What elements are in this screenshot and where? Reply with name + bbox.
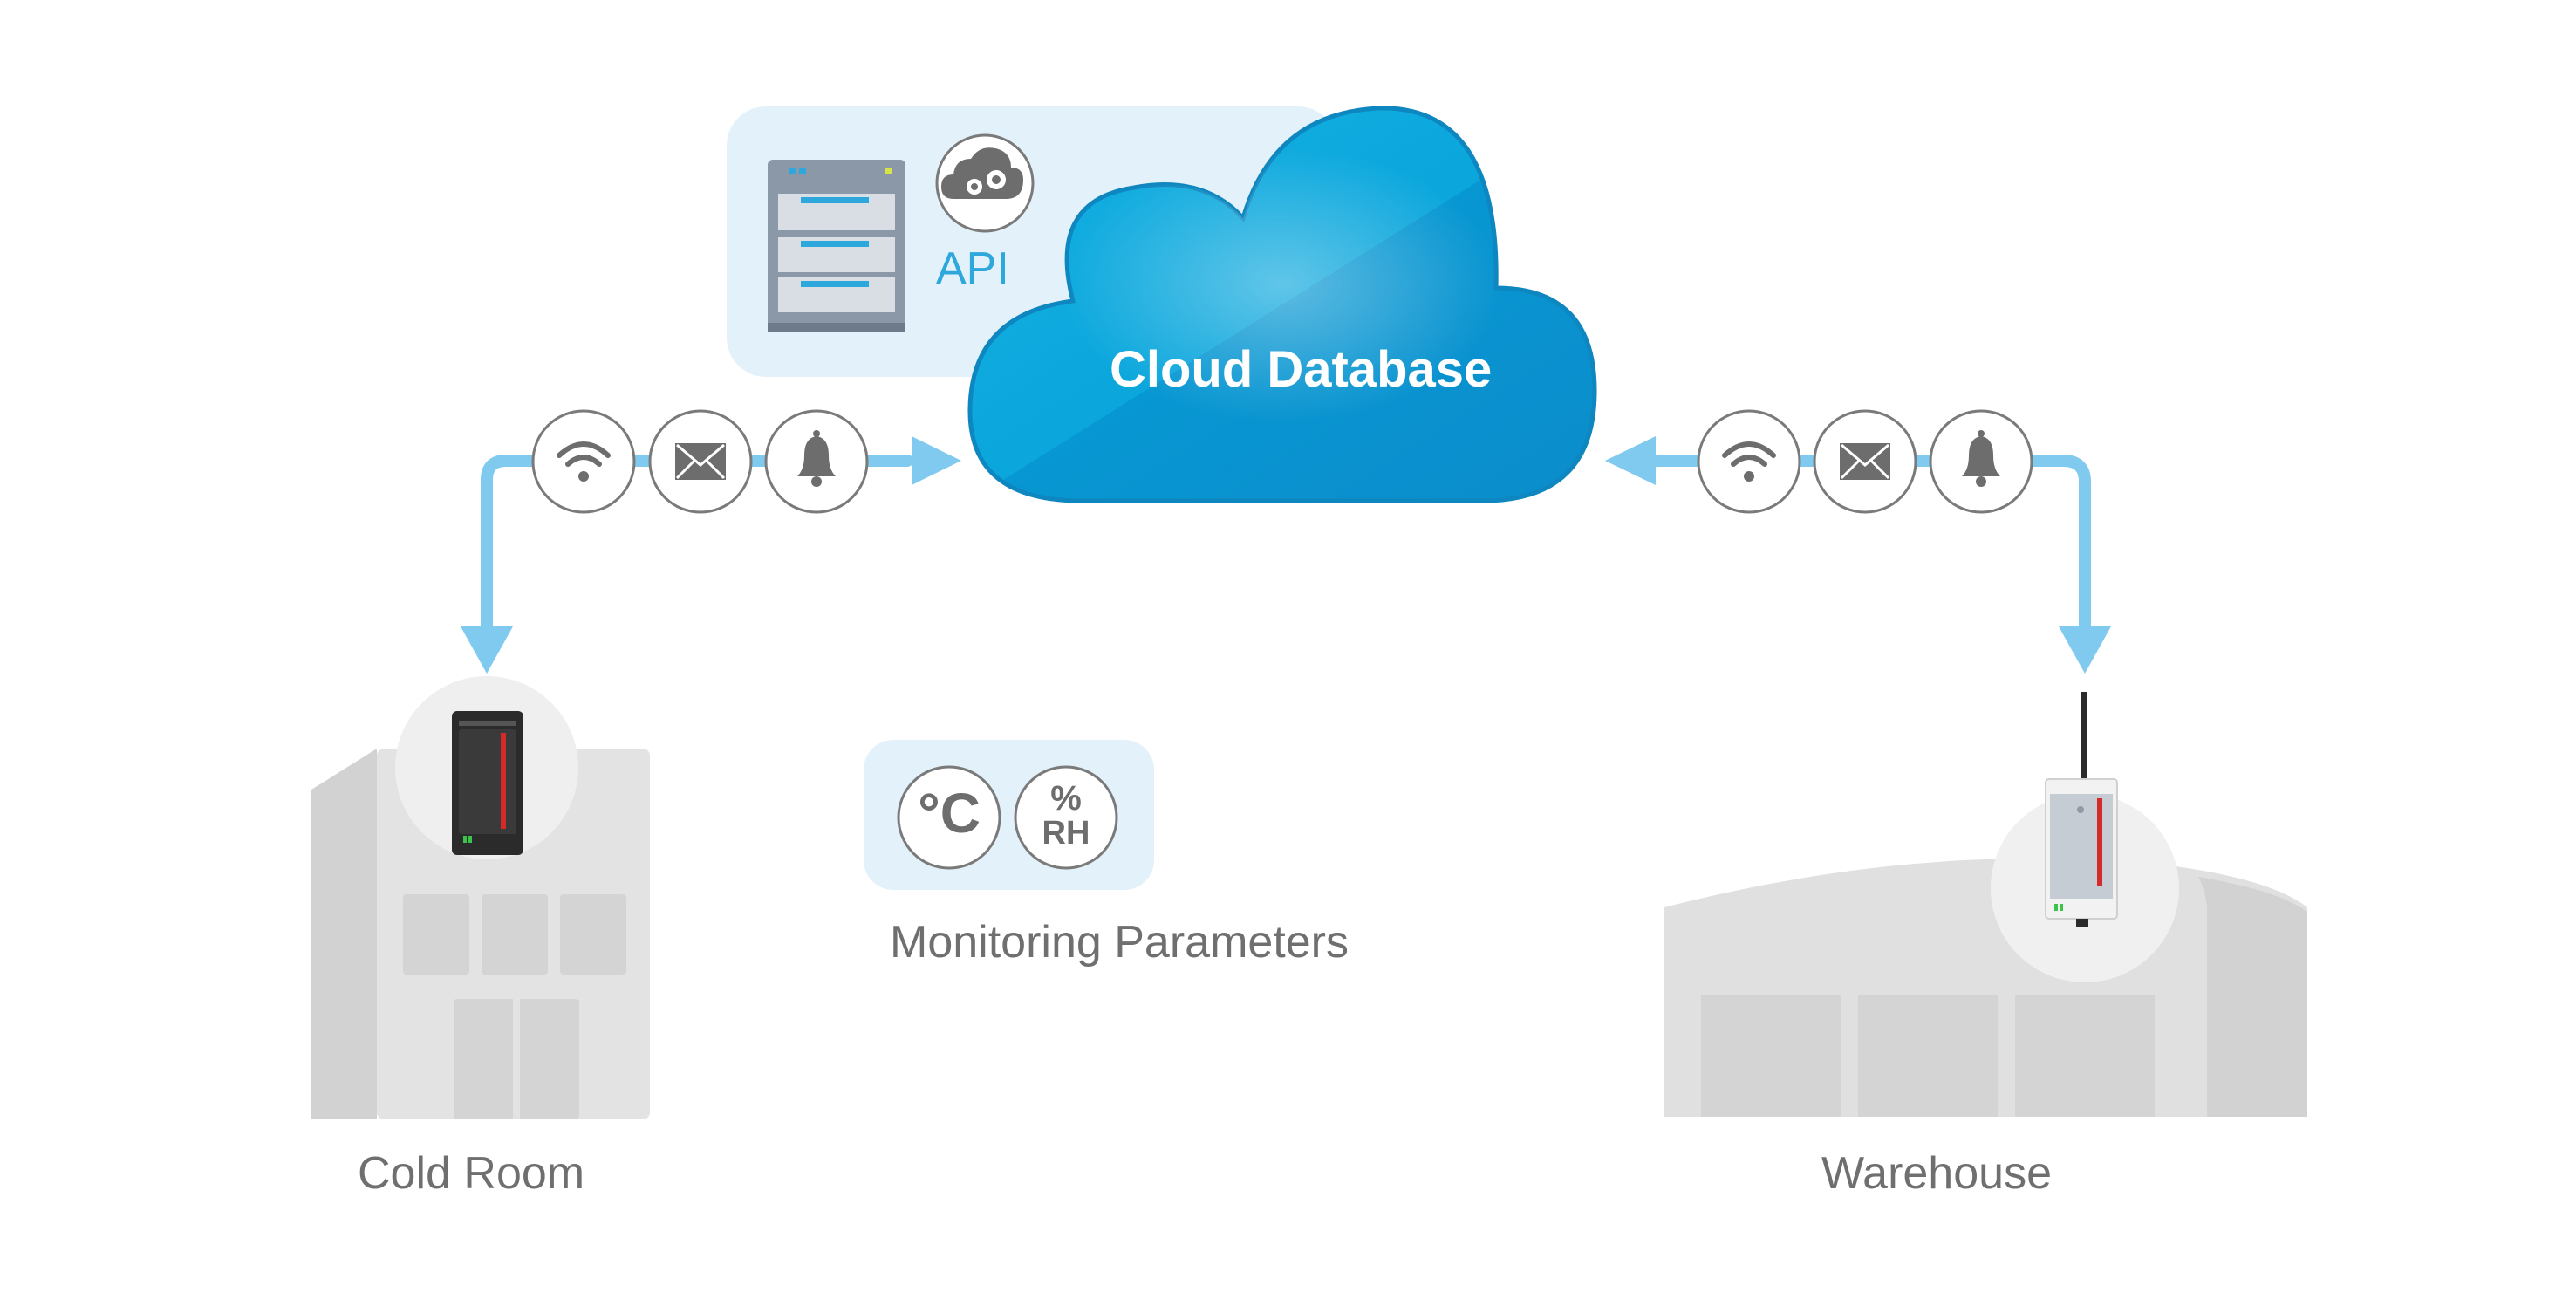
monitoring-panel <box>864 740 1154 890</box>
wifi-icon <box>1697 409 1801 514</box>
cold-room-label: Cold Room <box>358 1148 585 1199</box>
cold-room-sensor-device <box>452 711 523 855</box>
left-arrowhead-right <box>912 436 961 485</box>
right-arrowhead-down <box>2059 626 2111 674</box>
cloud-gears-icon <box>935 133 1035 233</box>
humidity-symbol-bottom: RH <box>1042 815 1090 852</box>
api-panel <box>727 106 1337 377</box>
right-link-arrow <box>1647 455 2091 634</box>
envelope-icon <box>1813 409 1917 514</box>
bell-icon <box>1929 409 2033 514</box>
cloud-database-shape <box>967 106 1597 503</box>
warehouse-sensor-device <box>2045 692 2118 927</box>
wifi-icon <box>531 409 636 514</box>
warehouse-building <box>1664 794 2307 1117</box>
envelope-icon <box>648 409 753 514</box>
temperature-symbol: °C <box>918 782 981 845</box>
right-arrowhead-left <box>1605 436 1656 485</box>
server-rack-icon <box>768 160 905 332</box>
left-arrowhead-down <box>461 626 513 674</box>
humidity-symbol-top: % <box>1050 779 1082 818</box>
api-label: API <box>936 243 1009 294</box>
left-link-arrow <box>481 455 913 634</box>
bell-icon <box>764 409 869 514</box>
monitoring-parameters-label: Monitoring Parameters <box>890 917 1349 968</box>
cloud-database-title: Cloud Database <box>1110 341 1493 398</box>
warehouse-label: Warehouse <box>1821 1148 2052 1199</box>
